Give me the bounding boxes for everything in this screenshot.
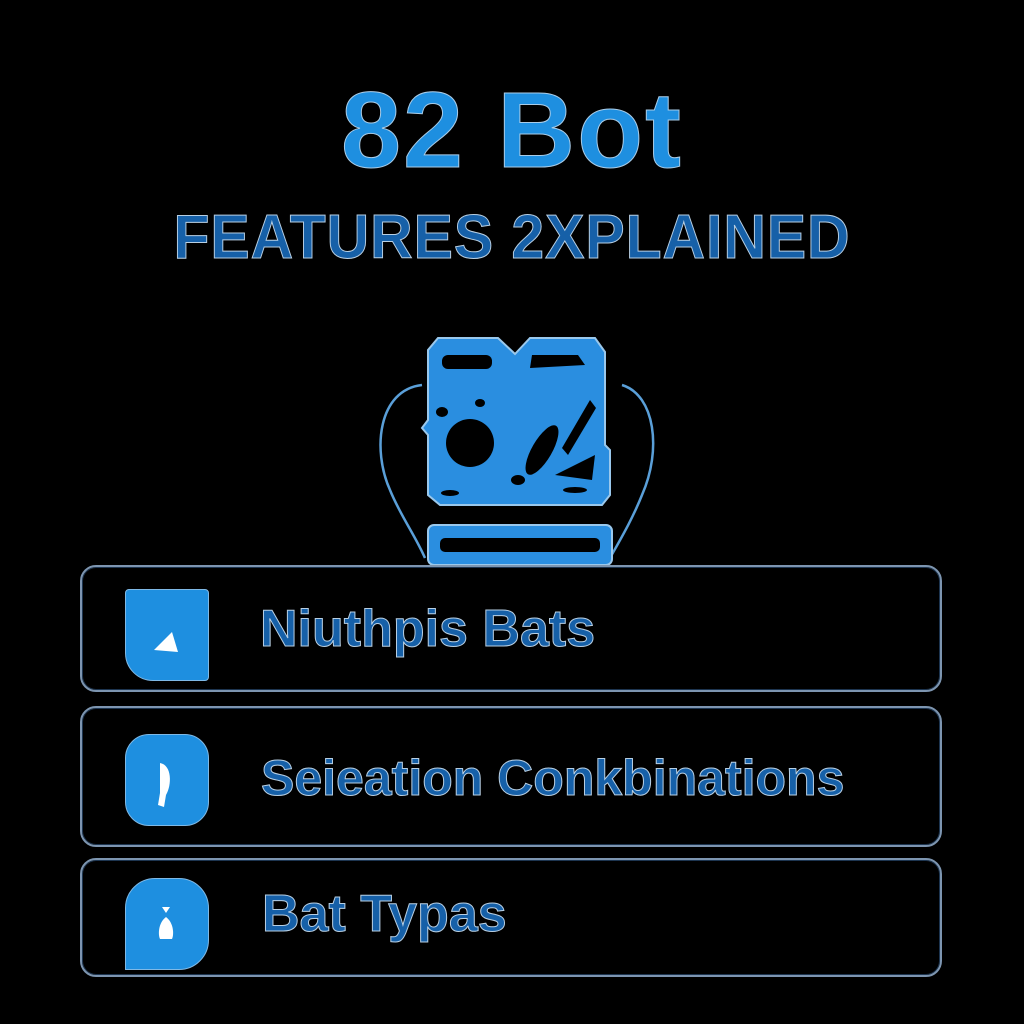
feature-label: Bat Typas (262, 885, 508, 944)
page-subtitle: FEATURES 2XPLAINED (173, 203, 851, 273)
feature-label: Seieation Conkbinations (260, 750, 845, 807)
feature-label: Niuthpis Bats (259, 600, 596, 659)
bell-icon (125, 878, 209, 970)
feature-row[interactable]: Niuthpis Bats (80, 565, 942, 692)
figure-icon (125, 734, 209, 826)
feature-row[interactable]: Bat Typas (80, 858, 942, 977)
page-title: 82 Bot (340, 69, 684, 190)
feature-row[interactable]: Seieation Conkbinations (80, 706, 942, 847)
bot-emblem-icon (370, 330, 660, 570)
triangle-icon (125, 589, 209, 681)
